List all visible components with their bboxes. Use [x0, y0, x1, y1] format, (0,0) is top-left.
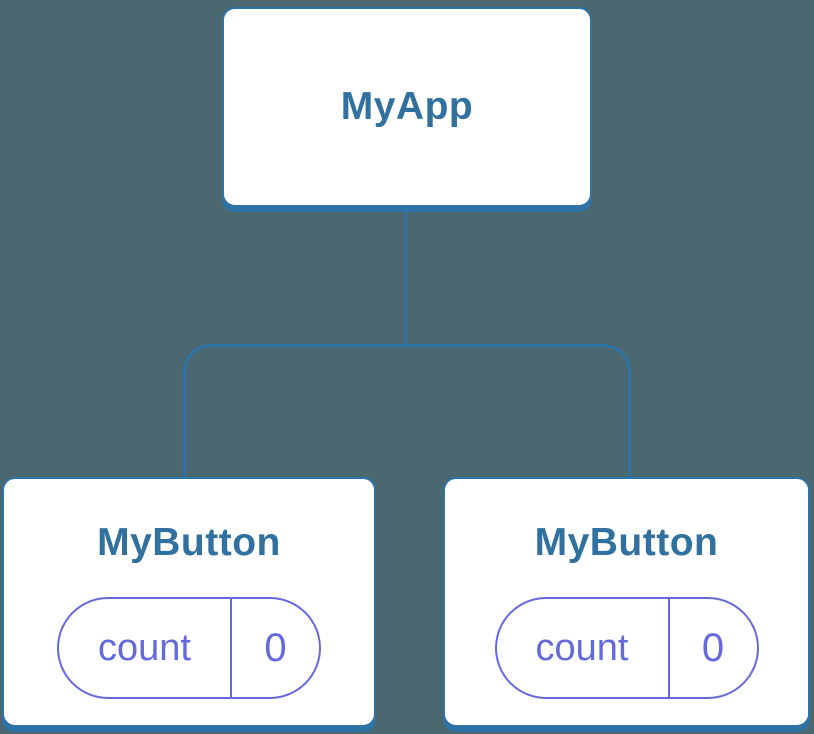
connector-bracket [183, 344, 631, 477]
state-key: count [535, 626, 629, 669]
child-node-left: MyButton count 0 [2, 477, 376, 727]
root-node: MyApp [222, 7, 592, 207]
state-key: count [98, 626, 191, 669]
state-value: 0 [230, 599, 319, 697]
connector-stem [405, 209, 408, 345]
child-node-right: MyButton count 0 [443, 477, 810, 727]
child-node-label: MyButton [97, 521, 281, 564]
state-value: 0 [667, 599, 757, 697]
root-node-label: MyApp [340, 85, 474, 128]
state-pill: count 0 [57, 597, 321, 699]
child-node-label: MyButton [534, 521, 719, 564]
state-pill: count 0 [494, 597, 759, 699]
